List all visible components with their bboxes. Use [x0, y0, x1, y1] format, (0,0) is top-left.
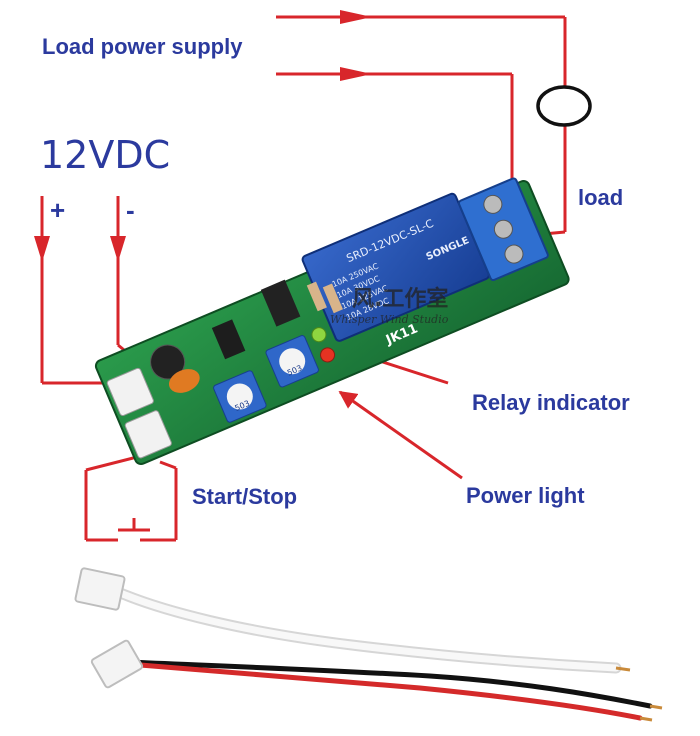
- arrow-icon: [110, 236, 126, 262]
- white-cable-highlight: [114, 588, 620, 672]
- load-label: load: [578, 185, 624, 210]
- power-light-led: [320, 347, 336, 363]
- resistor: [322, 283, 343, 314]
- terminal-screw: [504, 244, 524, 264]
- pcb-board: [94, 177, 570, 466]
- start-stop-wires: [84, 453, 178, 542]
- chip: [211, 319, 246, 360]
- cable-connector-bottom: [90, 639, 144, 689]
- switch-connector: [124, 410, 172, 459]
- power-light-arrow: [338, 390, 463, 480]
- red-wire: [125, 661, 643, 721]
- potentiometer-knob: [279, 348, 306, 375]
- voltage-label: 12VDC: [40, 133, 171, 177]
- potentiometer-knob: [226, 383, 253, 410]
- resistor: [306, 281, 327, 312]
- arrow-icon: [34, 236, 50, 262]
- arrow-icon: [340, 67, 372, 81]
- relay-indicator-label: Relay indicator: [472, 390, 630, 415]
- power-light-label: Power light: [466, 483, 585, 508]
- watermark-cn: 风.工作室: [352, 286, 448, 312]
- cable-assembly: [74, 567, 663, 722]
- black-wire: [125, 659, 653, 709]
- start-stop-label: Start/Stop: [192, 484, 298, 509]
- relay-indicator-led: [311, 327, 327, 343]
- white-cable: [112, 586, 622, 674]
- load-symbol: [536, 85, 592, 127]
- ceramic-capacitor: [168, 369, 200, 393]
- cable-connector-top: [74, 567, 126, 611]
- watermark-en: Whisper Wind Studio: [330, 313, 449, 326]
- wire-tip: [639, 716, 653, 722]
- wire-tip: [649, 704, 663, 710]
- arrow-icon: [340, 10, 372, 24]
- minus-label: -: [126, 195, 135, 225]
- terminal-screw: [483, 194, 503, 214]
- power-connector: [106, 367, 154, 417]
- load-power-supply-label: Load power supply: [42, 34, 243, 59]
- terminal-screw: [493, 219, 513, 239]
- switch-wire-to-connector: [159, 460, 177, 470]
- plus-label: +: [50, 195, 66, 225]
- wire-tip: [615, 666, 631, 672]
- transistor: [260, 279, 301, 327]
